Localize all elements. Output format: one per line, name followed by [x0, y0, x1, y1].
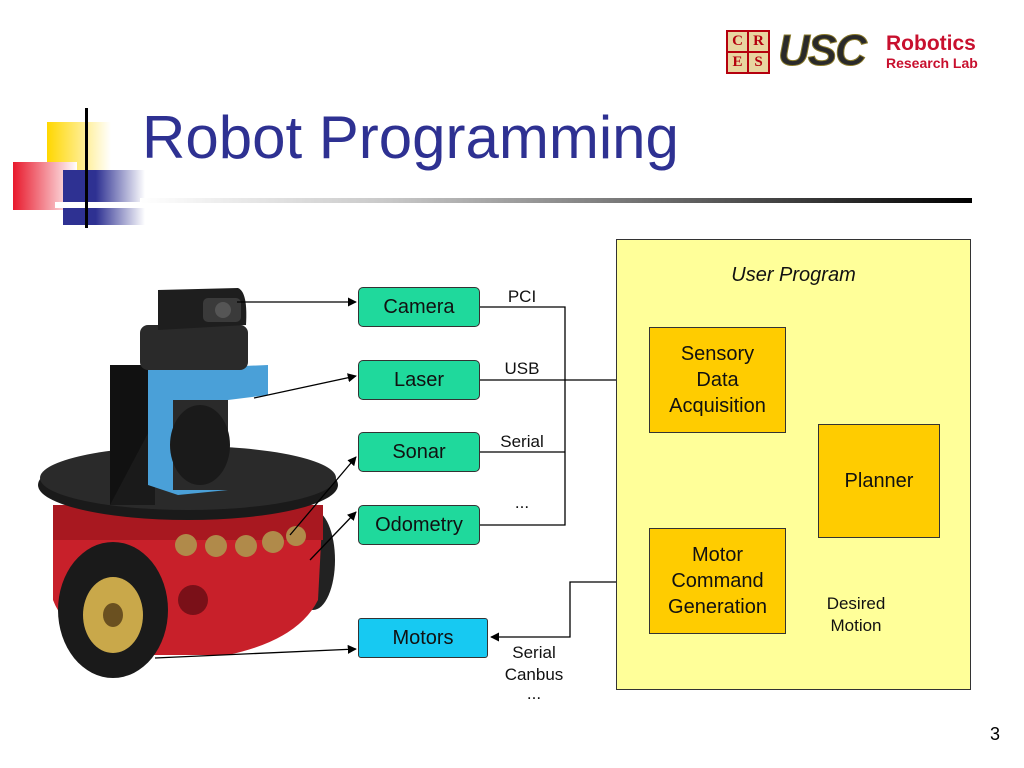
- cres-letter-e: E: [728, 53, 747, 72]
- laser-box: Laser: [358, 360, 480, 400]
- motor-line-2: Command: [671, 570, 764, 592]
- motor-line-1: Motor: [691, 544, 744, 566]
- odometry-box: Odometry: [358, 505, 480, 545]
- ellipsis-label: ...: [514, 493, 530, 512]
- sensory-line-2: Data: [696, 369, 739, 391]
- sensory-data-acquisition-box: Sensory Data Acquisition: [649, 327, 786, 433]
- cres-letter-s: S: [749, 53, 768, 72]
- serial-label: Serial: [500, 432, 544, 451]
- sensory-line-3: Acquisition: [669, 395, 766, 417]
- research-lab-text: Research Lab: [886, 55, 978, 71]
- desired-motion-label: Desired Motion: [806, 593, 906, 637]
- sensor-bus: [480, 306, 566, 526]
- cres-letter-c: C: [728, 32, 747, 51]
- slide-title: Robot Programming: [142, 104, 679, 171]
- motors-arrow: [154, 644, 357, 659]
- robotics-text: Robotics: [886, 32, 976, 55]
- page-number: 3: [989, 724, 1000, 744]
- desired-motion-line-2: Motion: [830, 616, 882, 636]
- motor-link-line-1: Serial: [512, 643, 556, 662]
- cres-letter-r: R: [749, 32, 768, 51]
- cres-grid: C R E S: [726, 30, 770, 74]
- title-underline: [140, 198, 972, 203]
- planner-box: Planner: [818, 424, 940, 538]
- corner-decoration: [0, 100, 150, 230]
- robot-image: [38, 288, 338, 678]
- motors-box: Motors: [358, 618, 488, 658]
- pci-label: PCI: [507, 287, 537, 306]
- desired-motion-line-1: Desired: [826, 594, 886, 613]
- sonar-box: Sonar: [358, 432, 480, 472]
- motor-link-line-3: ...: [526, 684, 542, 704]
- odometry-arrow: [309, 511, 357, 561]
- motor-command-generation-box: Motor Command Generation: [649, 528, 786, 634]
- sonar-arrow: [289, 456, 357, 536]
- motor-link-line-2: Canbus: [504, 665, 564, 685]
- camera-box: Camera: [358, 287, 480, 327]
- black-vertical-line: [85, 108, 88, 228]
- user-program-title: User Program: [731, 264, 856, 286]
- sensory-line-1: Sensory: [680, 343, 755, 365]
- blue-square: [63, 170, 145, 225]
- motor-to-motors-arrow: [490, 581, 650, 642]
- white-cross-h: [55, 202, 150, 208]
- motor-link-label: Serial Canbus ...: [494, 642, 574, 704]
- usc-text: USC: [778, 26, 868, 76]
- motor-line-3: Generation: [668, 596, 767, 618]
- usb-label: USB: [504, 359, 540, 378]
- laser-arrow: [253, 373, 357, 399]
- usc-robotics-logo: C R E S USC Robotics Research Lab: [726, 26, 1001, 76]
